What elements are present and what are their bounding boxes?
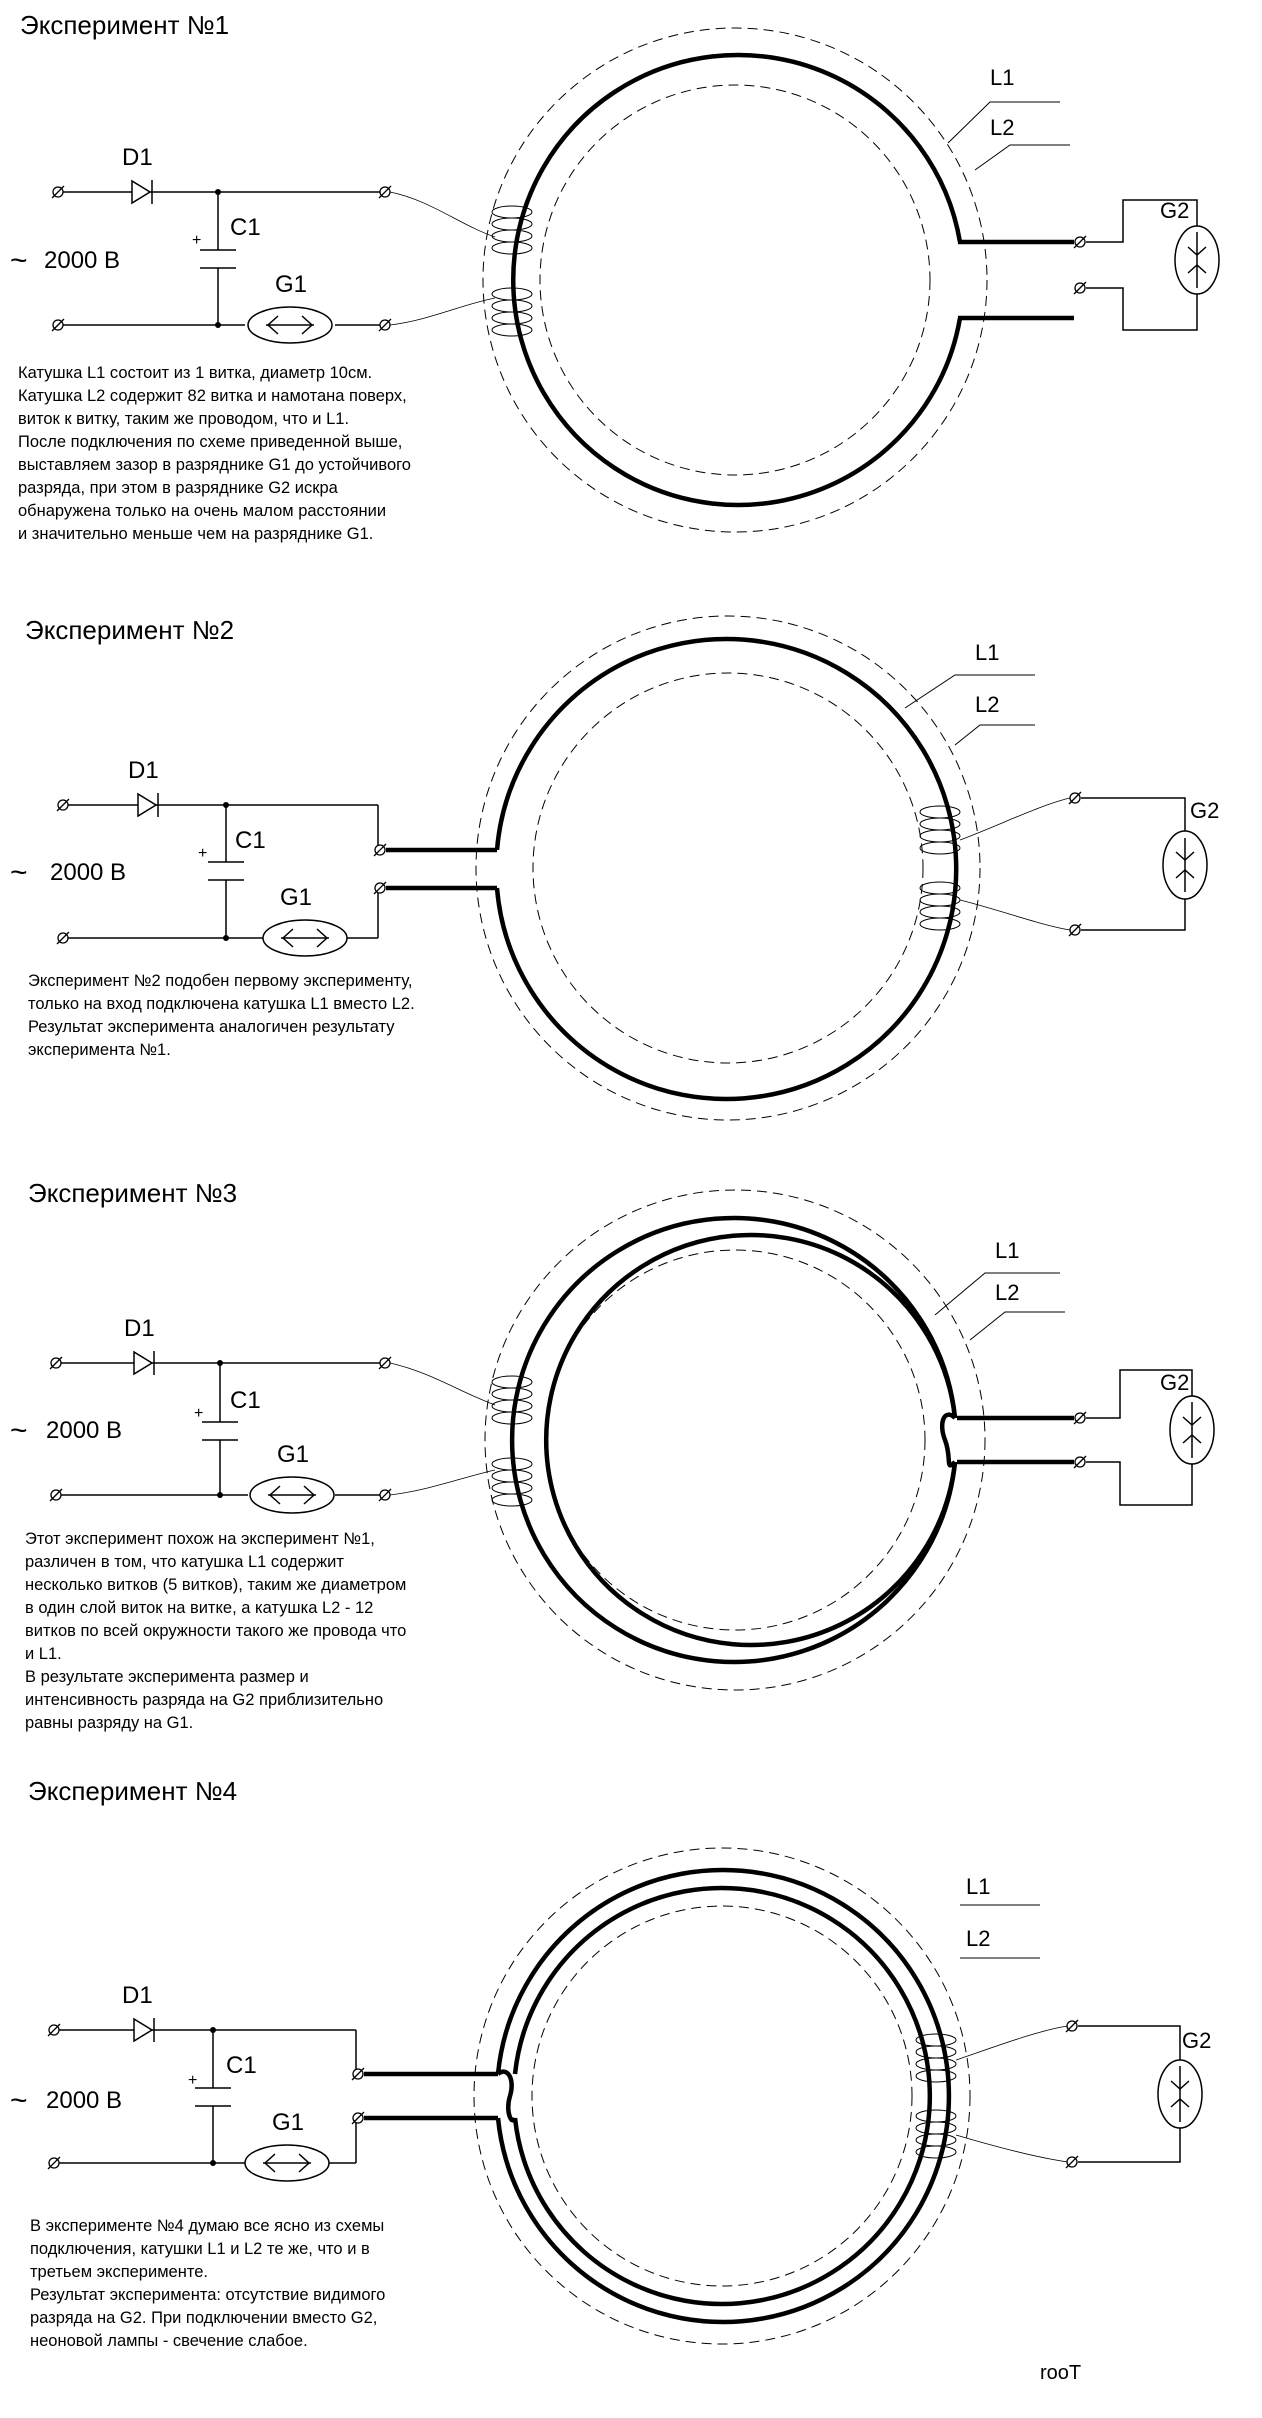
spark-gap-g2 <box>1157 2059 1203 2129</box>
experiment-title: Эксперимент №2 <box>25 615 235 645</box>
label-d1: D1 <box>122 1982 153 2009</box>
label-l2: L2 <box>990 115 1014 140</box>
spark-gap-g1 <box>244 2144 330 2182</box>
label-l1: L1 <box>975 640 999 665</box>
label-voltage: 2000 В <box>46 1417 122 1444</box>
diode-d1 <box>133 1350 155 1376</box>
ac-symbol: ~ <box>10 1414 28 1447</box>
label-g1: G1 <box>272 2109 304 2136</box>
label-l2: L2 <box>995 1280 1019 1305</box>
coil-l1 <box>494 636 959 1102</box>
circuit-diagram-2: L1 L2 G2 D1 C1 + G1 ~ 2000 В <box>10 615 1219 1121</box>
label-l1: L1 <box>990 65 1014 90</box>
junction-dot <box>215 322 221 328</box>
label-plus: + <box>192 232 201 249</box>
junction-dot <box>223 802 229 808</box>
junction-dot <box>223 935 229 941</box>
ac-symbol: ~ <box>10 2084 28 2117</box>
junction-dot <box>210 2160 216 2166</box>
coil-l2-outline <box>482 27 988 533</box>
label-plus: + <box>188 2072 197 2089</box>
label-plus: + <box>198 845 207 862</box>
label-d1: D1 <box>122 144 153 171</box>
junction-dot <box>210 2027 216 2033</box>
experiment-2: Эксперимент №2 <box>0 600 1262 1160</box>
diode-d1 <box>137 792 159 818</box>
spark-gap-g2 <box>1174 225 1220 295</box>
junction-dot <box>217 1360 223 1366</box>
experiment-title: Эксперимент №1 <box>20 10 230 40</box>
author-signature: rooT <box>1040 2362 1082 2384</box>
label-l1: L1 <box>995 1238 1019 1263</box>
label-g1: G1 <box>280 884 312 911</box>
circuit-diagram-1: L1 L2 G2 D1 C1 + G1 ~ 2000 В <box>10 27 1220 533</box>
experiment-description: Катушка L1 состоит из 1 витка, диаметр 1… <box>18 364 411 543</box>
diode-d1 <box>133 2017 155 2043</box>
label-g2: G2 <box>1160 1370 1189 1395</box>
label-d1: D1 <box>124 1315 155 1342</box>
label-c1: C1 <box>230 1387 261 1414</box>
circuit-diagram-3: L1 L2 G2 D1 C1 + G1 ~ 2000 В <box>10 1189 1215 1691</box>
spark-gap-g1 <box>262 919 348 957</box>
spark-gap-g2 <box>1162 830 1208 900</box>
ac-symbol: ~ <box>10 244 28 277</box>
experiment-1: Эксперимент №1 <box>0 0 1262 560</box>
label-plus: + <box>194 1405 203 1422</box>
label-voltage: 2000 В <box>44 247 120 274</box>
experiment-3: Эксперимент №3 <box>0 1160 1262 1740</box>
circuit-diagram-4: L1 L2 G2 D1 C1 + G1 ~ 2000 В <box>10 1847 1211 2345</box>
label-c1: C1 <box>226 2052 257 2079</box>
label-g2: G2 <box>1190 798 1219 823</box>
experiment-description: В эксперименте №4 думаю все ясно из схем… <box>30 2217 386 2350</box>
coil-l2-outline <box>484 1189 986 1691</box>
experiment-description: Эксперимент №2 подобен первому экспериме… <box>28 972 415 1059</box>
label-l1: L1 <box>966 1874 990 1899</box>
label-d1: D1 <box>128 757 159 784</box>
coil-l2-windings <box>919 805 961 931</box>
spark-gap-g1 <box>247 306 333 344</box>
coil-l1 <box>495 1867 952 2325</box>
junction-dot <box>217 1492 223 1498</box>
experiment-title: Эксперимент №3 <box>28 1178 238 1208</box>
experiment-description: Этот эксперимент похож на эксперимент №1… <box>25 1530 407 1732</box>
label-voltage: 2000 В <box>50 859 126 886</box>
label-g2: G2 <box>1182 2028 1211 2053</box>
label-l2: L2 <box>975 692 999 717</box>
coil-l2-outline <box>475 615 981 1121</box>
coil-l2-outline <box>473 1847 971 2345</box>
label-voltage: 2000 В <box>46 2087 122 2114</box>
coil-l2-windings <box>915 2033 957 2159</box>
experiment-title: Эксперимент №4 <box>28 1776 238 1806</box>
label-l2: L2 <box>966 1926 990 1951</box>
label-c1: C1 <box>230 214 261 241</box>
spark-gap-g1 <box>249 1476 335 1514</box>
label-g2: G2 <box>1160 198 1189 223</box>
coil-l1 <box>511 52 963 508</box>
ac-symbol: ~ <box>10 856 28 889</box>
diode-d1 <box>131 179 153 205</box>
label-g1: G1 <box>275 271 307 298</box>
coil-l1 <box>509 1215 958 1665</box>
junction-dot <box>215 189 221 195</box>
label-g1: G1 <box>277 1441 309 1468</box>
experiment-4: Эксперимент №4 <box>0 1740 1262 2418</box>
spark-gap-g2 <box>1169 1395 1215 1465</box>
label-c1: C1 <box>235 827 266 854</box>
